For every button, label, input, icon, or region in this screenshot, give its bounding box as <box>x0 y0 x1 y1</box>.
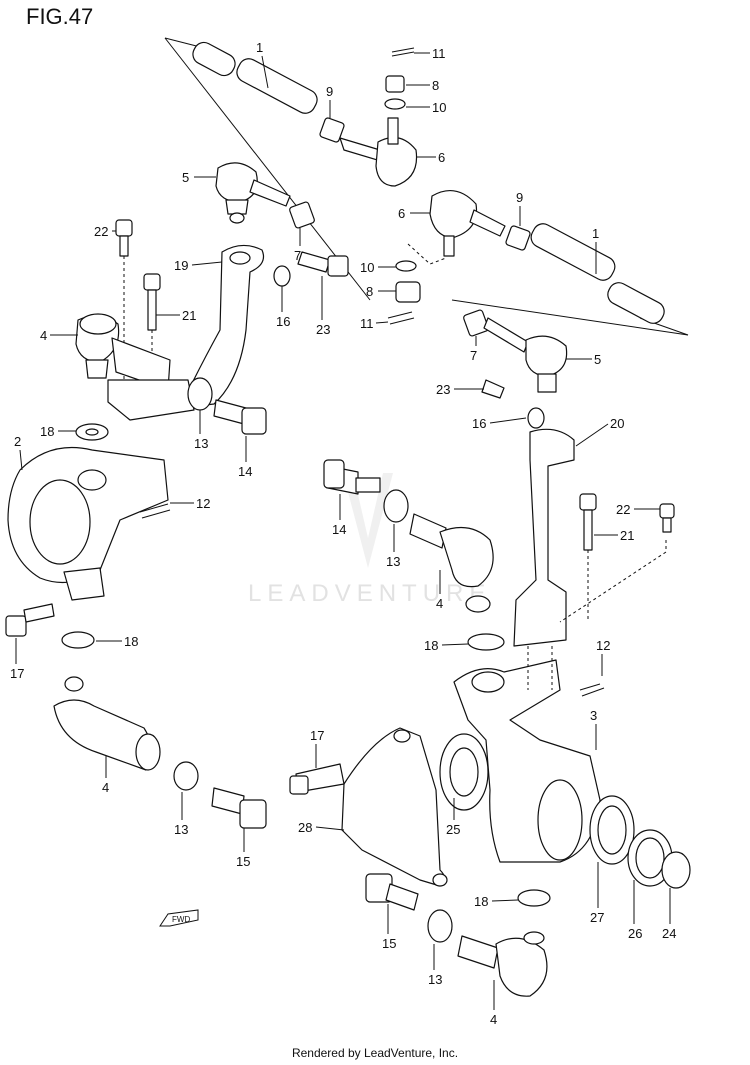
callout: 21 <box>182 308 196 323</box>
callout: 18 <box>40 424 54 439</box>
callout: 11 <box>432 46 446 61</box>
callout: 14 <box>332 522 346 537</box>
callout: 1 <box>256 40 263 55</box>
callout: 8 <box>366 284 373 299</box>
tie-rod-right <box>387 189 689 336</box>
callout: 6 <box>398 206 405 221</box>
callout: 22 <box>616 502 630 517</box>
callout: 13 <box>428 972 442 987</box>
callout: 14 <box>238 464 252 479</box>
callout: 21 <box>620 528 634 543</box>
callout: 28 <box>298 820 312 835</box>
callout: 7 <box>294 248 301 263</box>
callout: 25 <box>446 822 460 837</box>
washers-bolts-left <box>75 251 349 519</box>
callout: 10 <box>360 260 374 275</box>
callout: 18 <box>124 634 138 649</box>
callout: 4 <box>102 780 109 795</box>
watermark-text: LEADVENTURE <box>248 580 492 607</box>
lower-left-parts <box>5 603 548 997</box>
cover-28 <box>341 727 448 887</box>
callout: 15 <box>382 936 396 951</box>
ball-joint-4-middle <box>323 459 494 613</box>
callout: 4 <box>490 1012 497 1027</box>
arm-20-right <box>463 309 675 647</box>
knuckle-arm-19 <box>179 244 265 409</box>
callout: 4 <box>436 596 443 611</box>
callout: 1 <box>592 226 599 241</box>
callout: 19 <box>174 258 188 273</box>
knuckle-left-2 <box>7 313 195 601</box>
callout: 8 <box>432 78 439 93</box>
ball-joint-5-left <box>215 162 315 229</box>
callout: 13 <box>194 436 208 451</box>
callout: 3 <box>590 708 597 723</box>
callout: 4 <box>40 328 47 343</box>
watermark-logo-icon <box>338 468 398 583</box>
callout: 12 <box>596 638 610 653</box>
callout: 17 <box>10 666 24 681</box>
callout-labels: 1 11 8 9 10 6 5 6 9 1 22 7 19 10 8 21 16… <box>10 40 676 1027</box>
callout: 12 <box>196 496 210 511</box>
callout: 7 <box>470 348 477 363</box>
callout: 2 <box>14 434 21 449</box>
fwd-label: FWD <box>172 915 190 924</box>
callout: 9 <box>326 84 333 99</box>
callout: 27 <box>590 910 604 925</box>
figure-title: FIG.47 <box>26 4 94 29</box>
callout: 26 <box>628 926 642 941</box>
callout: 16 <box>276 314 290 329</box>
callout: 24 <box>662 926 676 941</box>
callout: 11 <box>360 316 374 331</box>
callout: 17 <box>310 728 324 743</box>
tie-rod-upper <box>164 37 418 301</box>
callout: 13 <box>386 554 400 569</box>
callout: 10 <box>432 100 446 115</box>
knuckle-right-3 <box>439 633 691 907</box>
callout: 20 <box>610 416 624 431</box>
callout: 23 <box>436 382 450 397</box>
forward-arrow-icon: FWD <box>158 908 200 930</box>
callout: 16 <box>472 416 486 431</box>
bolt-22-21-left <box>115 219 161 380</box>
footer-credit: Rendered by LeadVenture, Inc. <box>291 1046 459 1060</box>
callout: 5 <box>182 170 189 185</box>
callout: 6 <box>438 150 445 165</box>
callout: 15 <box>236 854 250 869</box>
callout: 18 <box>474 894 488 909</box>
callout: 22 <box>94 224 108 239</box>
callout: 18 <box>424 638 438 653</box>
callout: 5 <box>594 352 601 367</box>
callout: 13 <box>174 822 188 837</box>
callout: 23 <box>316 322 330 337</box>
callout: 9 <box>516 190 523 205</box>
